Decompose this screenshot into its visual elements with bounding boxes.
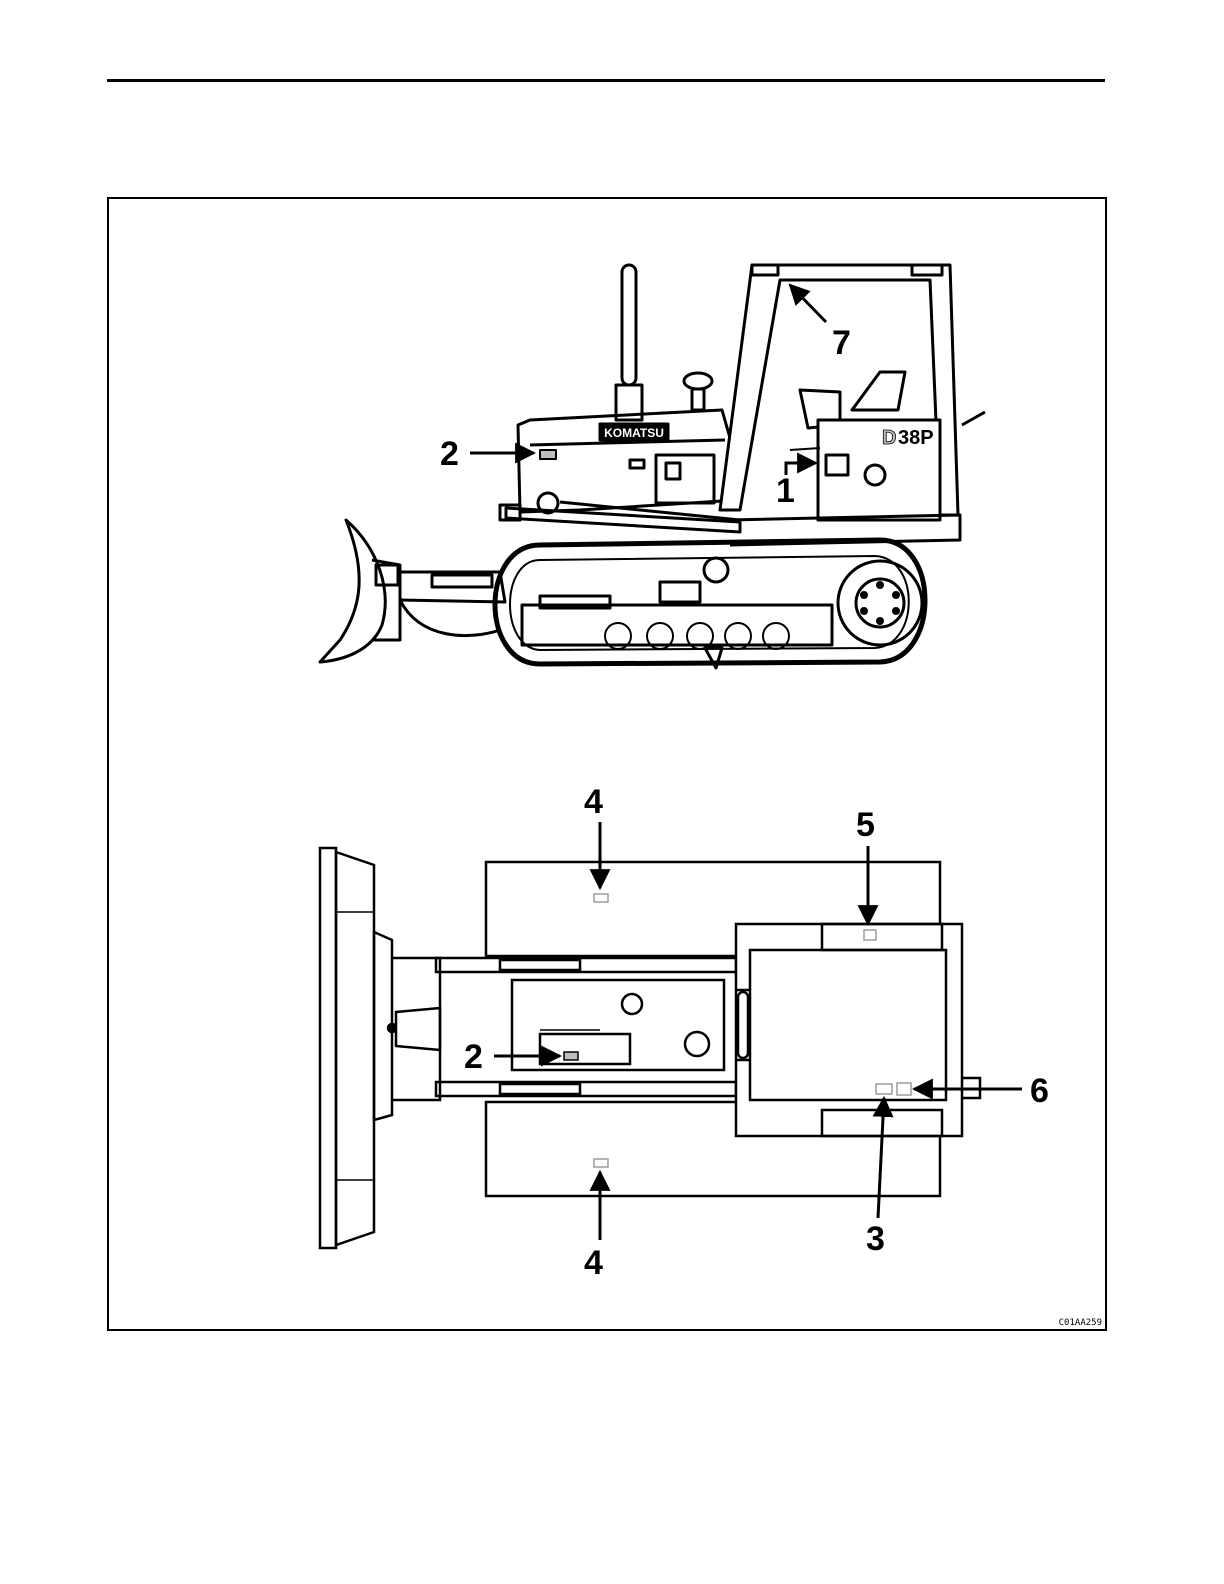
- top-callout-5: 5: [856, 806, 875, 844]
- side-callout-7: 7: [832, 324, 851, 362]
- model-decal-rest: 38P: [898, 427, 934, 449]
- top-callout-4-upper: 4: [584, 783, 603, 821]
- decal-2-top: [564, 1052, 578, 1060]
- side-muffler: [622, 265, 636, 385]
- top-blade: [320, 848, 336, 1248]
- side-view-bulldozer: [320, 265, 985, 668]
- top-callout-3: 3: [866, 1220, 885, 1258]
- komatsu-brand-decal: KOMATSU: [604, 426, 664, 440]
- model-decal-initial: D: [882, 427, 896, 449]
- top-callout-4-lower: 4: [584, 1244, 603, 1282]
- top-callout-2: 2: [464, 1038, 483, 1076]
- top-rops: [736, 924, 962, 1136]
- top-callout-6: 6: [1030, 1072, 1049, 1110]
- side-callout-2: 2: [440, 435, 459, 473]
- decal-2-side: [540, 450, 556, 459]
- side-callout-1: 1: [776, 472, 795, 510]
- figure-reference-code: C01AA259: [1059, 1318, 1102, 1328]
